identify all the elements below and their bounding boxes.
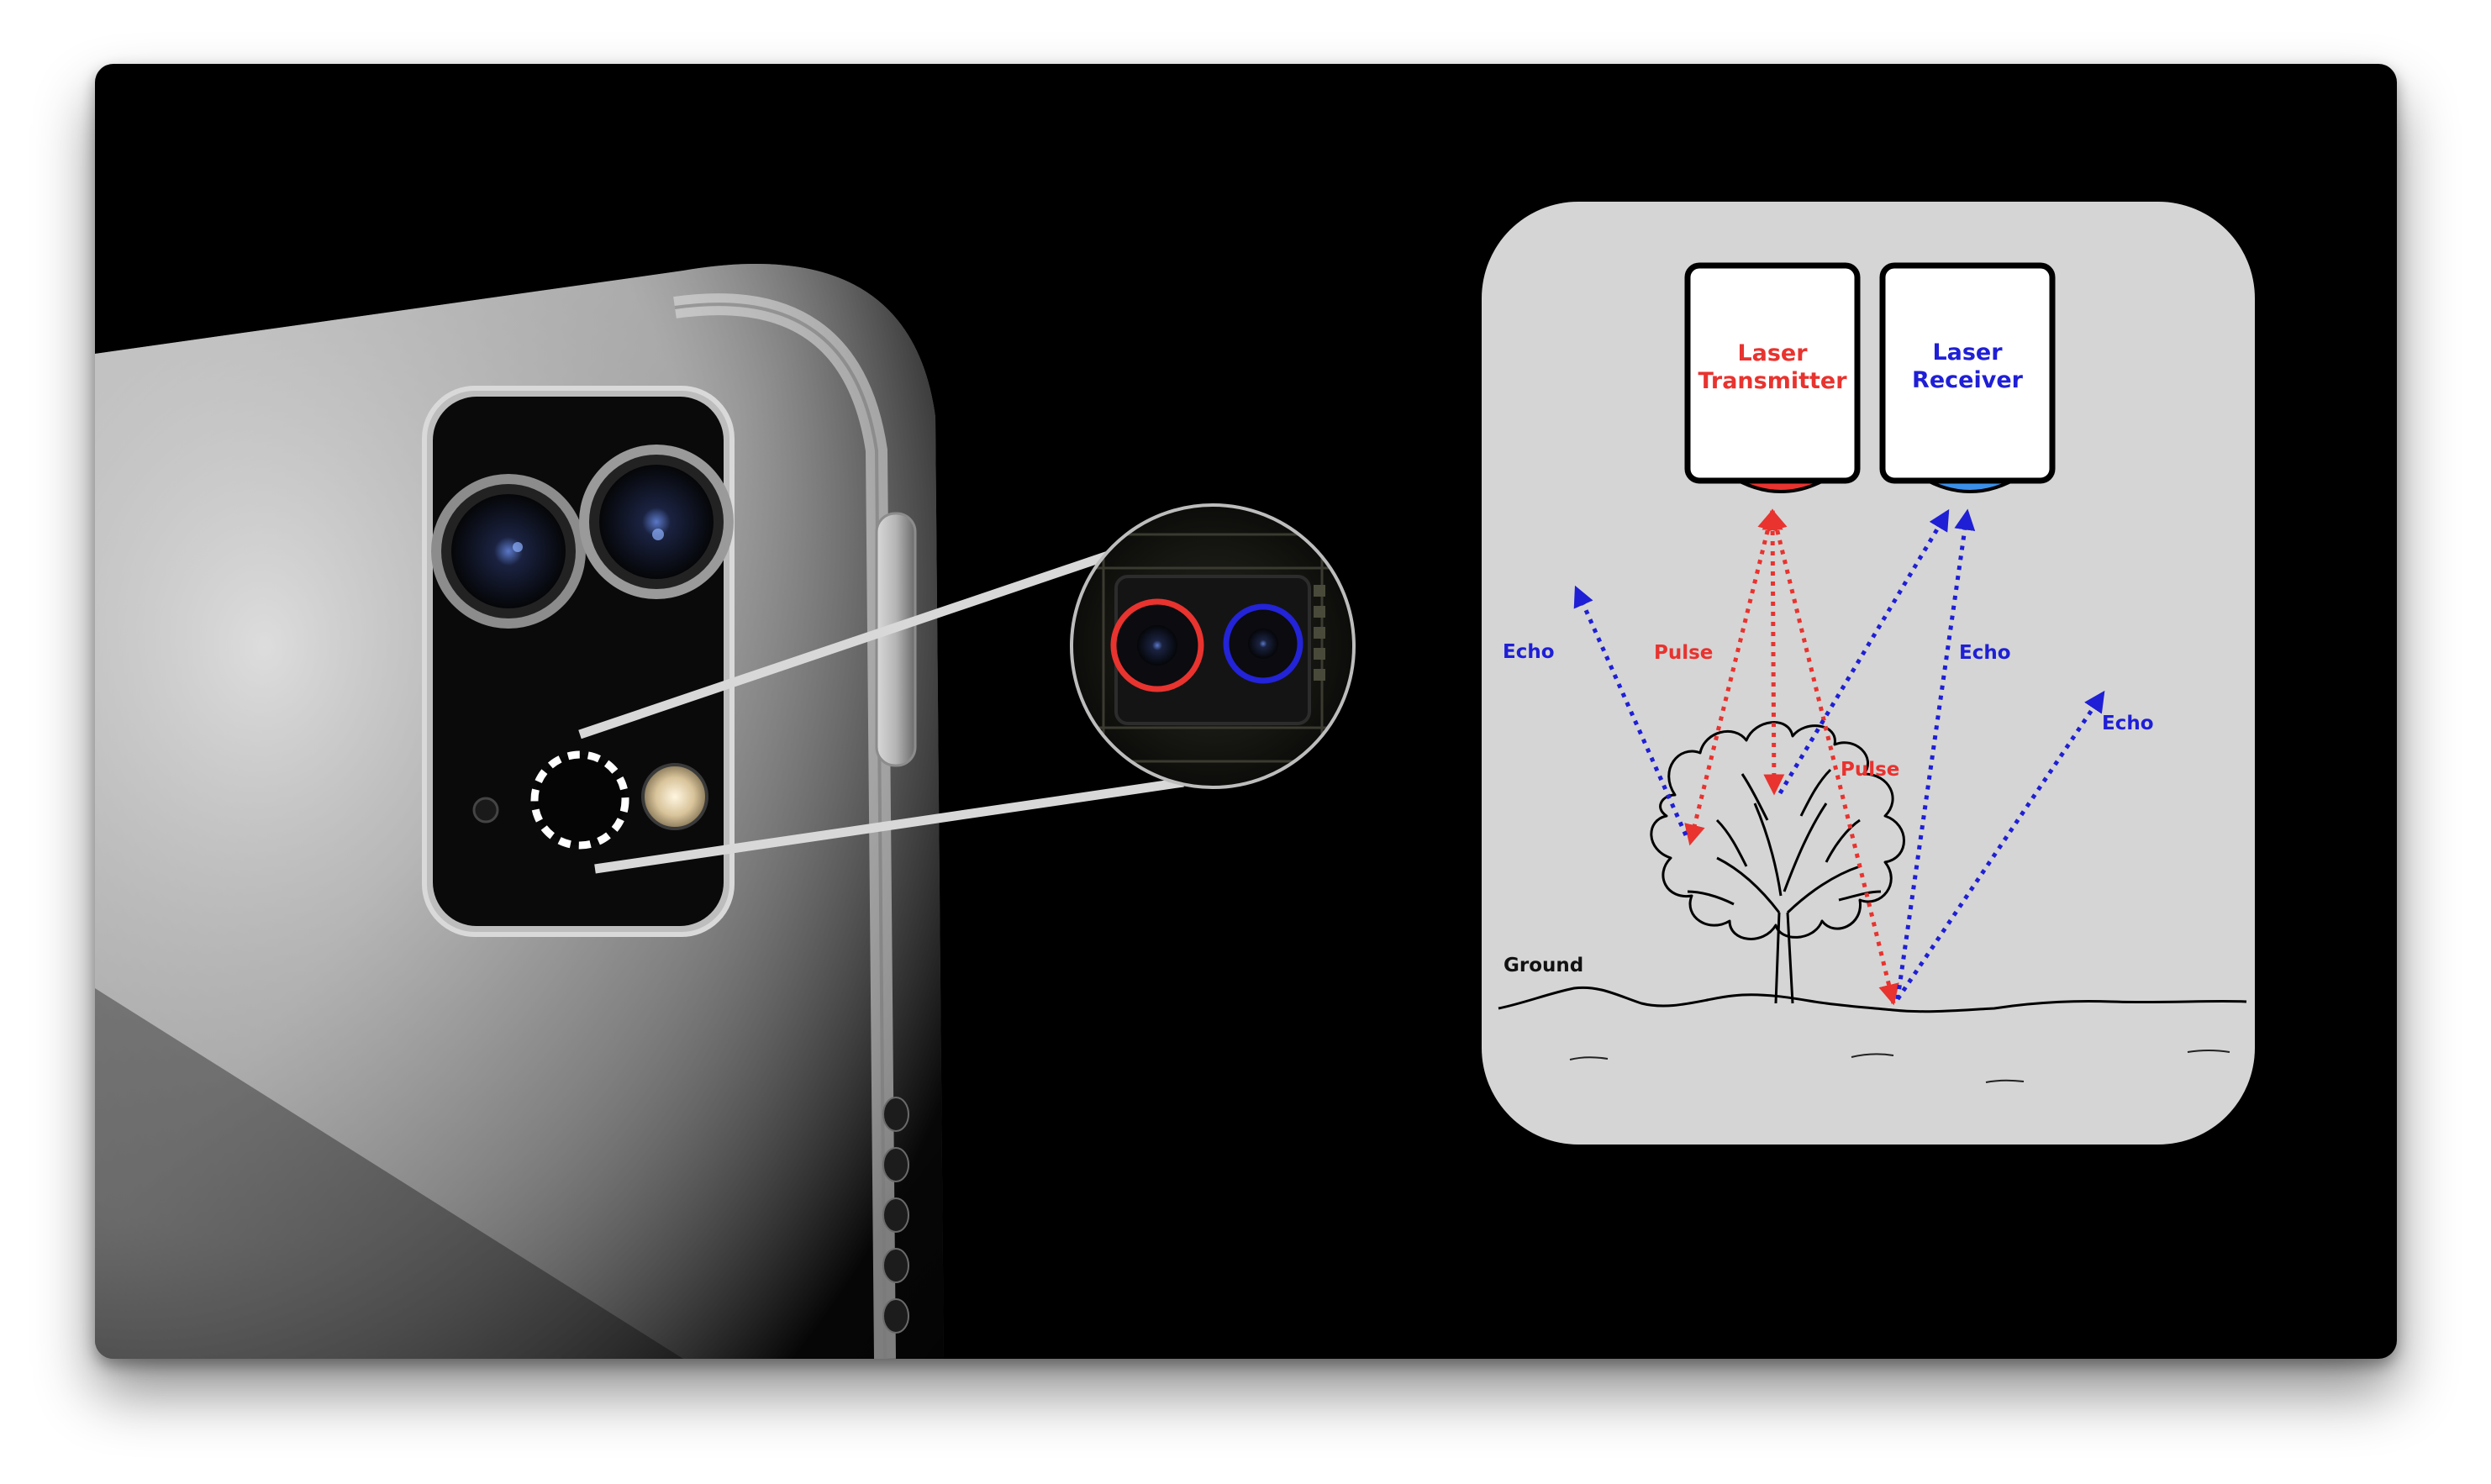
transmitter-label-line2: Transmitter — [1698, 368, 1847, 394]
laser-receiver: Laser Receiver — [1879, 262, 2056, 493]
lidar-scanner-callout — [578, 503, 1356, 874]
echo-label-right: Echo — [2102, 713, 2154, 734]
slide-canvas: Laser Transmitter Laser Receiver — [95, 202, 2255, 1359]
receiver-ring — [1223, 603, 1303, 684]
laser-transmitter: Laser Transmitter — [1684, 262, 1861, 493]
camera-module-photo — [422, 386, 735, 937]
transmitter-label-line1: Laser — [1737, 340, 1808, 366]
transmitter-ring — [1110, 598, 1204, 692]
lidar-scanner-marker — [530, 750, 629, 850]
receiver-label-line1: Laser — [1932, 339, 2003, 366]
echo-label-center: Echo — [1959, 642, 2011, 664]
pulse-label-right: Pulse — [1841, 759, 1899, 781]
pulse-label-left: Pulse — [1654, 642, 1713, 664]
lidar-diagram: Laser Transmitter Laser Receiver — [1482, 202, 2255, 1145]
receiver-label-line2: Receiver — [1912, 367, 2024, 393]
slide-window: Laser Transmitter Laser Receiver — [95, 64, 2397, 1359]
pulse-arrows — [1684, 508, 1899, 1006]
echo-arrows — [1573, 508, 2106, 1001]
ground-label: Ground — [1504, 955, 1583, 976]
echo-label-left: Echo — [1503, 641, 1555, 663]
